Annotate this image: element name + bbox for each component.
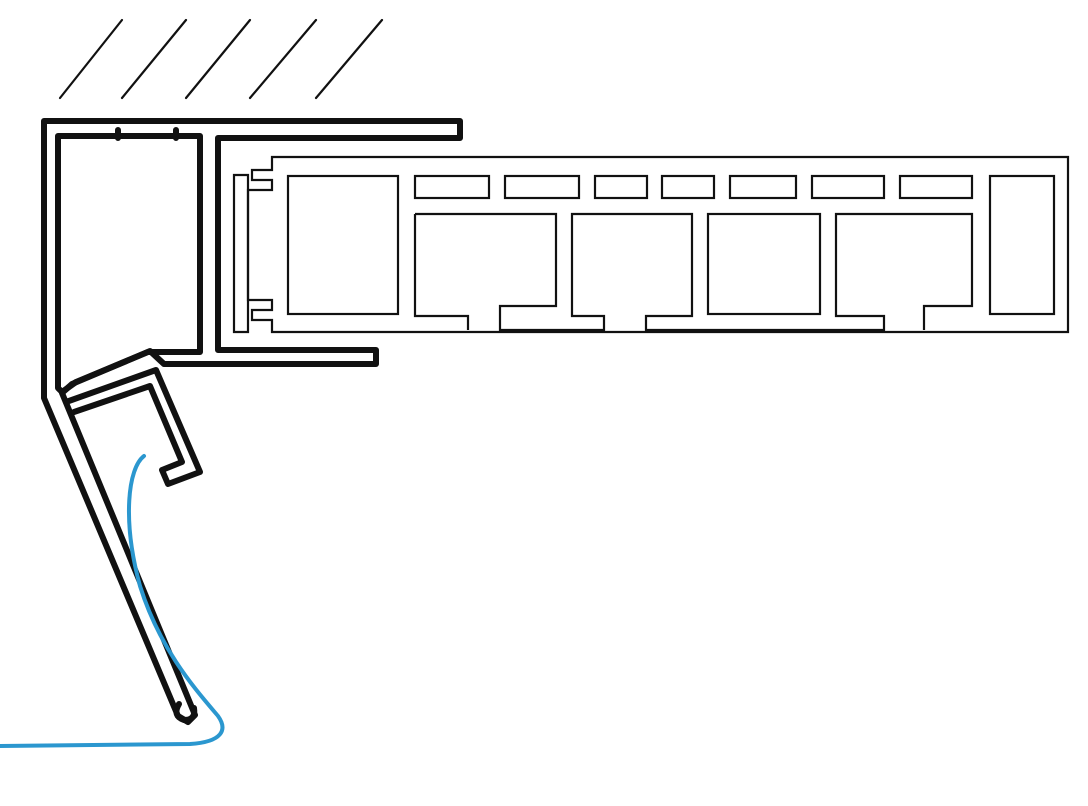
hollow-deck-board (232, 155, 1070, 334)
wall-hatching (58, 18, 384, 100)
membrane-line (0, 454, 225, 748)
edge-trim-profile (41, 118, 463, 725)
